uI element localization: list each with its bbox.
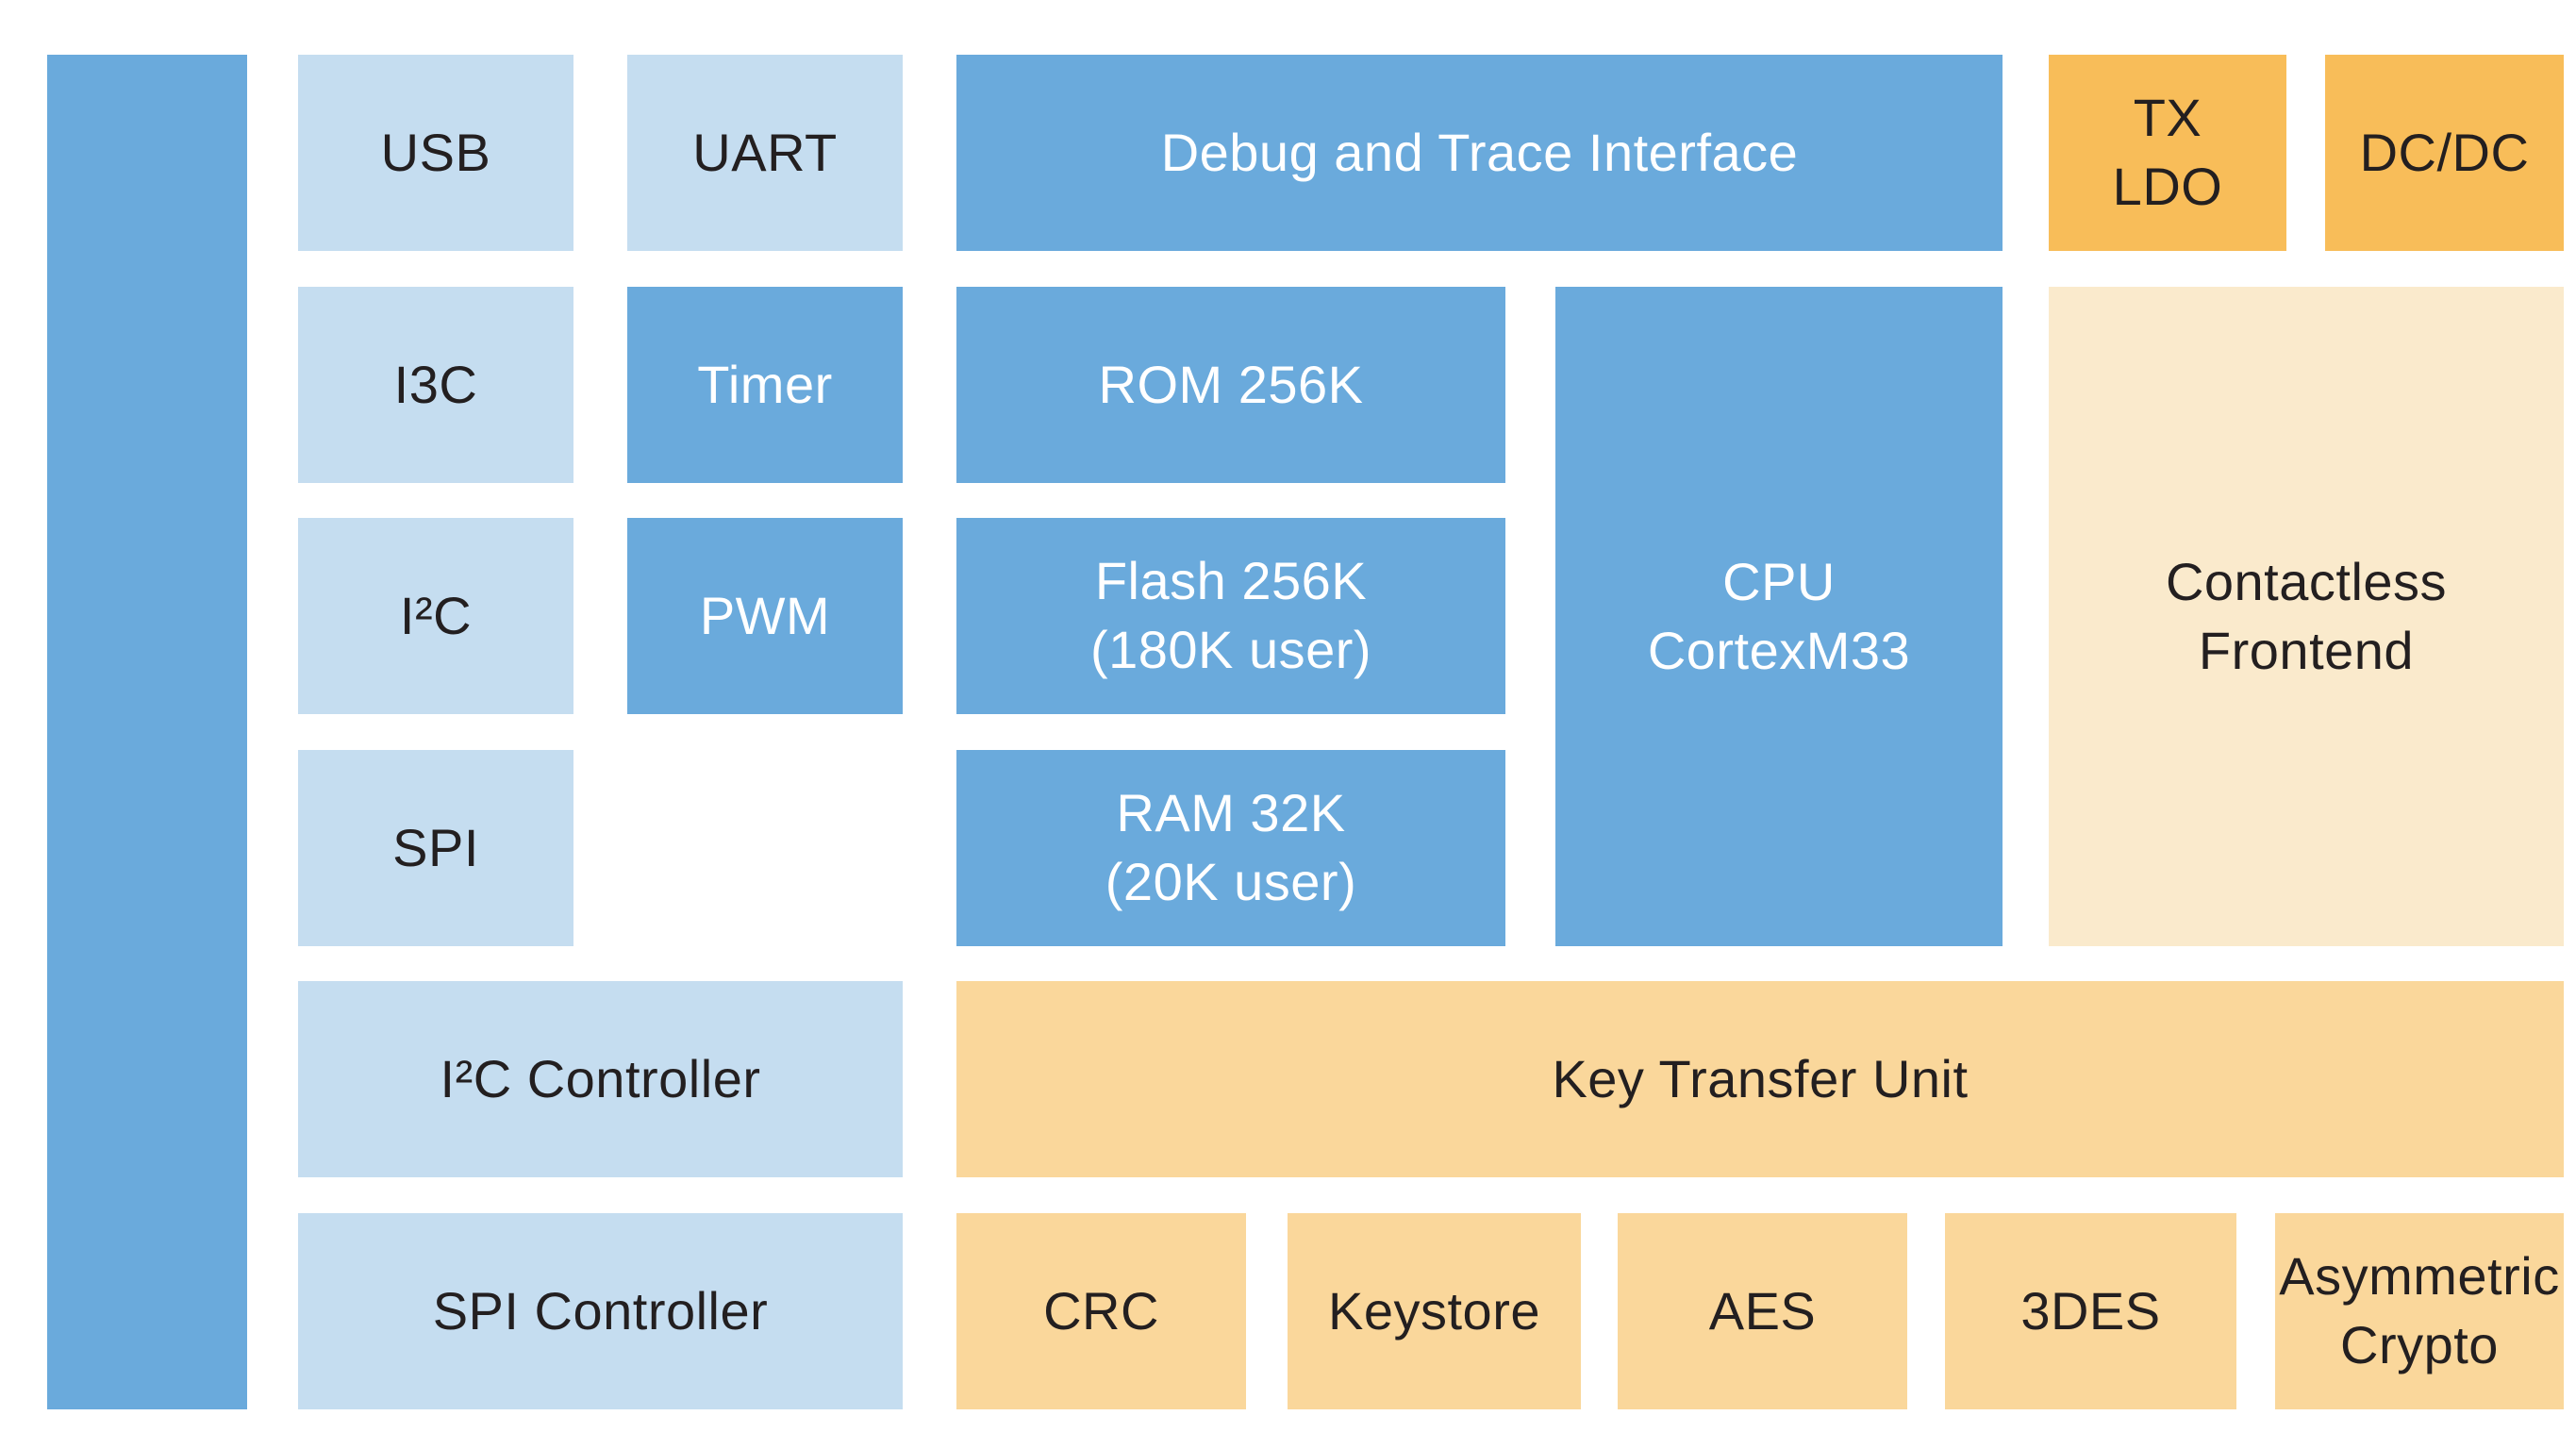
block-3des: 3DES — [1945, 1213, 2236, 1409]
block-key-transfer-unit: Key Transfer Unit — [956, 981, 2564, 1177]
block-pwm: PWM — [627, 518, 903, 714]
block-keystore: Keystore — [1288, 1213, 1581, 1409]
block-i3c: I3C — [298, 287, 573, 483]
block-asymmetric-crypto: Asymmetric Crypto — [2275, 1213, 2564, 1409]
block-tx-ldo: TX LDO — [2049, 55, 2286, 251]
block-aes: AES — [1618, 1213, 1907, 1409]
block-spi: SPI — [298, 750, 573, 946]
system-bus-bar — [47, 55, 247, 1409]
block-flash: Flash 256K (180K user) — [956, 518, 1505, 714]
block-uart: UART — [627, 55, 903, 251]
block-dcdc: DC/DC — [2325, 55, 2564, 251]
block-debug-trace-interface: Debug and Trace Interface — [956, 55, 2003, 251]
block-contactless-frontend: Contactless Frontend — [2049, 287, 2564, 946]
block-ram: RAM 32K (20K user) — [956, 750, 1505, 946]
block-crc: CRC — [956, 1213, 1246, 1409]
block-i2c: I²C — [298, 518, 573, 714]
block-usb: USB — [298, 55, 573, 251]
block-rom: ROM 256K — [956, 287, 1505, 483]
block-spi-controller: SPI Controller — [298, 1213, 903, 1409]
block-cpu-cortexm33: CPU CortexM33 — [1555, 287, 2003, 946]
block-i2c-controller: I²C Controller — [298, 981, 903, 1177]
block-timer: Timer — [627, 287, 903, 483]
